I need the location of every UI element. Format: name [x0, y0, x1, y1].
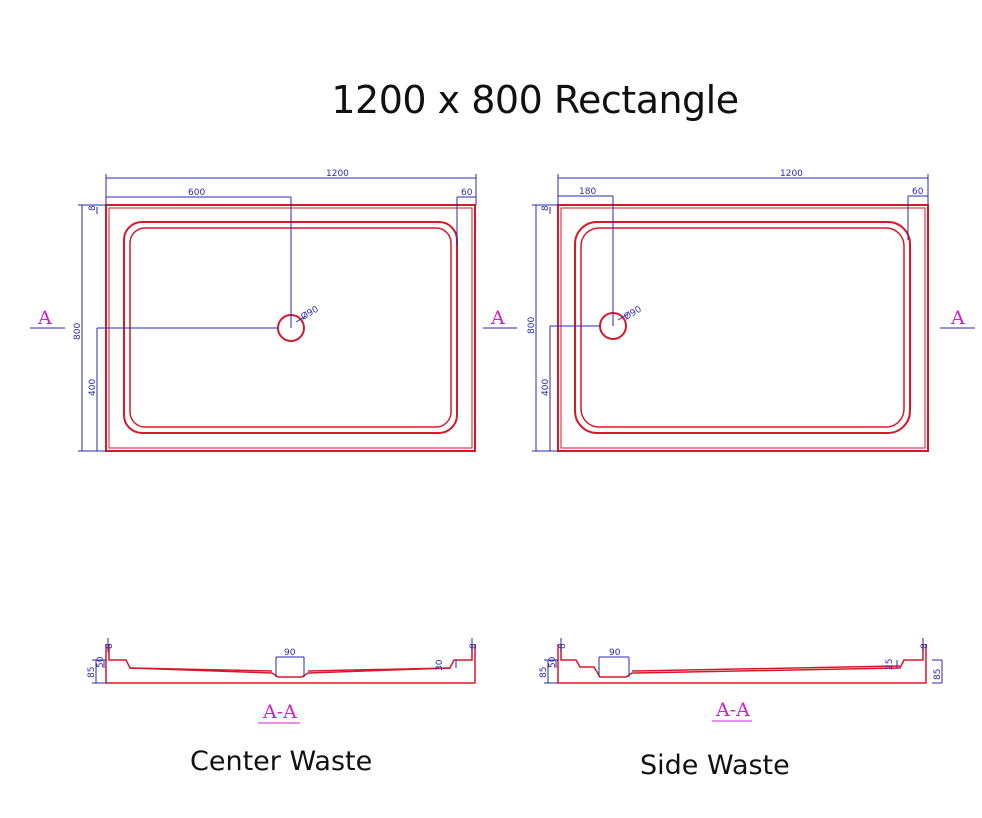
rim-right-dim-label: 8	[920, 643, 930, 649]
edge-dim-label: 60	[912, 187, 924, 197]
waste-width-dim-label: 90	[609, 648, 621, 658]
upstand-right-dim-label: 30	[435, 659, 445, 671]
waste-offset-dim-label: 180	[579, 187, 596, 197]
section-label: A-A	[715, 699, 750, 721]
upstand-left-dim-label: 50	[548, 656, 558, 668]
waste-diameter-label: Ø90	[622, 304, 644, 323]
tray-basin-inner-outline	[580, 227, 905, 428]
rim-left-dim-label: 8	[105, 643, 115, 649]
height-dim-right-label: 85	[933, 669, 943, 680]
waste-diameter-label: Ø90	[299, 304, 321, 323]
waste-width-dim-label: 90	[284, 648, 296, 658]
tray-outer-inner-outline	[560, 207, 926, 449]
rim-right-dim-label: 8	[469, 643, 479, 649]
rim-dim-label: 8	[88, 205, 98, 211]
upstand-right-dim-label: 25	[885, 659, 895, 670]
tray-outer-outline	[557, 204, 929, 452]
width-dim-label: 1200	[326, 169, 349, 179]
half-depth-dim-label: 400	[88, 379, 98, 396]
rim-dim-label: 8	[541, 205, 551, 211]
section-label: A-A	[262, 701, 297, 723]
center-waste-section: 90 85 50 8 30 8 A-A	[87, 638, 479, 724]
depth-dim-label: 800	[73, 323, 83, 340]
depth-dim-label: 800	[527, 317, 537, 334]
center-waste-plan: 1200 600 60 800 400 8 Ø90 A A	[30, 169, 517, 452]
center-waste-caption: Center Waste	[190, 746, 373, 777]
height-dim-label: 85	[87, 667, 97, 678]
side-waste-plan: 1200 180 60 800 400 8 Ø90 A	[527, 169, 975, 452]
side-waste-caption: Side Waste	[640, 750, 790, 781]
half-depth-dim-label: 400	[541, 379, 551, 396]
width-dim-label: 1200	[780, 169, 803, 179]
edge-dim-label: 60	[461, 188, 473, 198]
side-waste-section: 90 85 85 50 8 25 8 A-A	[539, 638, 943, 722]
rim-left-dim-label: 8	[558, 643, 568, 649]
upstand-left-dim-label: 50	[96, 656, 106, 668]
waste-offset-dim-label: 600	[188, 188, 205, 198]
section-marker-right: A	[490, 307, 505, 329]
page-title: 1200 x 800 Rectangle	[331, 78, 739, 122]
tray-basin-outline	[574, 221, 911, 434]
height-dim-label: 85	[539, 667, 549, 678]
section-marker-right: A	[950, 307, 965, 329]
section-marker-left: A	[37, 307, 52, 329]
